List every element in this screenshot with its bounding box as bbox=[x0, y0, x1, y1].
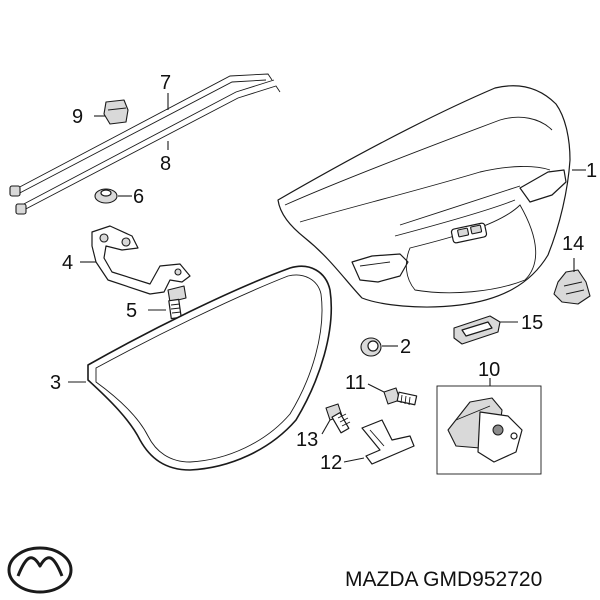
weatherstrip-part bbox=[87, 265, 333, 471]
bracket-part bbox=[553, 269, 591, 305]
clip-part bbox=[103, 99, 129, 125]
bolt-part-5 bbox=[167, 285, 187, 320]
callout-8: 8 bbox=[160, 153, 171, 175]
callout-7: 7 bbox=[160, 72, 171, 94]
callout-13: 13 bbox=[296, 429, 318, 451]
callout-12: 12 bbox=[320, 452, 342, 474]
bolt-part-13 bbox=[325, 403, 351, 434]
trunk-lid-part bbox=[277, 85, 571, 308]
latch-part bbox=[436, 385, 542, 475]
part-number-caption: MAZDA GMD952720 bbox=[345, 568, 542, 591]
callout-10: 10 bbox=[478, 359, 500, 381]
leader-line-11 bbox=[367, 383, 385, 393]
mazda-logo-icon bbox=[7, 546, 73, 594]
callout-11: 11 bbox=[345, 372, 366, 394]
latch-detail-box bbox=[436, 385, 542, 475]
callout-2: 2 bbox=[400, 336, 411, 358]
hinge-part bbox=[91, 225, 191, 295]
callout-14: 14 bbox=[562, 233, 584, 255]
callout-15: 15 bbox=[521, 312, 543, 334]
callout-9: 9 bbox=[72, 106, 83, 128]
callout-4: 4 bbox=[62, 252, 73, 274]
bolt-part-11 bbox=[383, 387, 418, 406]
callout-6: 6 bbox=[133, 186, 144, 208]
leader-line-12 bbox=[343, 457, 365, 463]
support-rod-parts bbox=[9, 73, 281, 215]
cap-part bbox=[360, 337, 382, 357]
leader-line-13 bbox=[321, 419, 331, 435]
bushing-part bbox=[94, 188, 118, 204]
callout-3: 3 bbox=[50, 372, 61, 394]
callout-1: 1 bbox=[586, 160, 597, 182]
license-lamp-part bbox=[453, 315, 501, 345]
striker-part bbox=[361, 419, 415, 465]
callout-5: 5 bbox=[126, 300, 137, 322]
